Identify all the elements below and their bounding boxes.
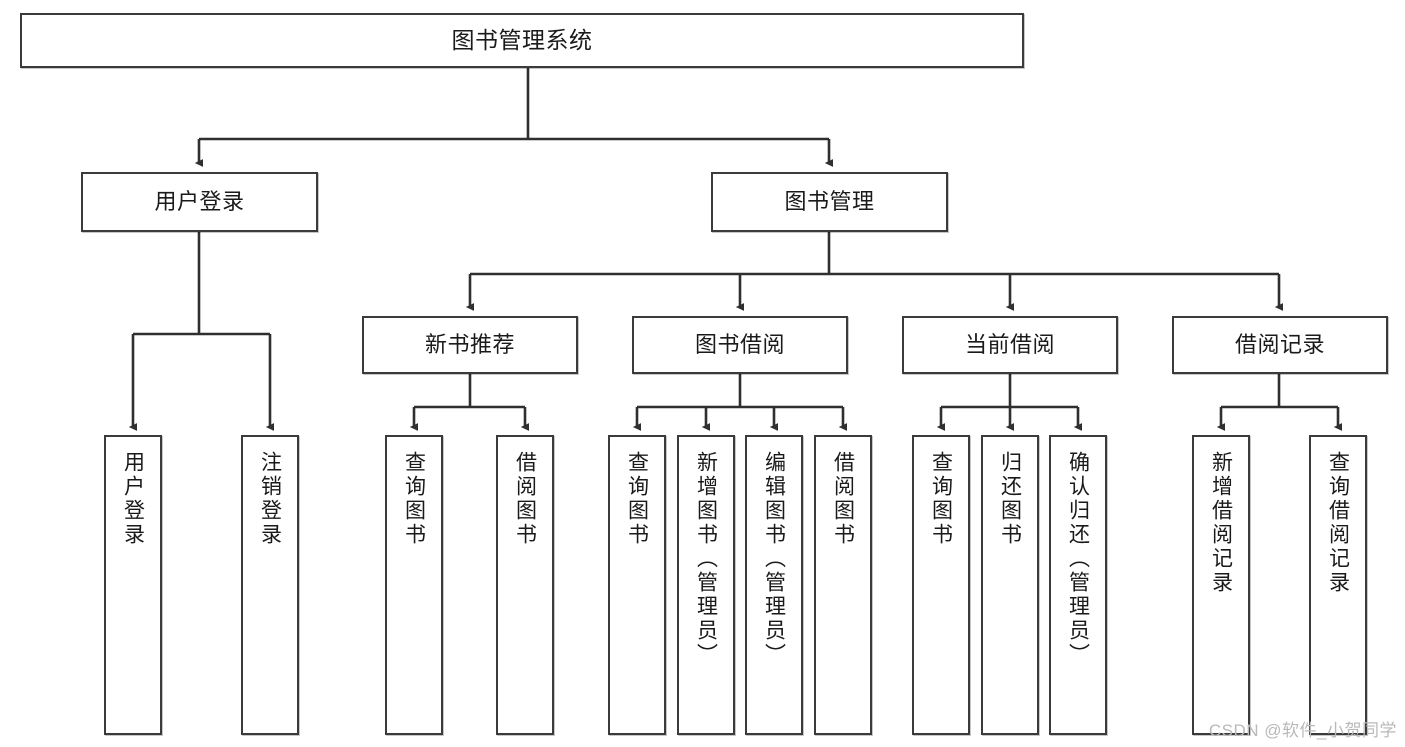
node-book-management-label: 图书管理 [784, 188, 875, 214]
node-book-management[interactable]: 图书管理 [711, 172, 948, 232]
node-new-book-recommend[interactable]: 新书推荐 [362, 316, 578, 374]
node-leaf-confirm-return-label: 确认归还（管理员） [1066, 451, 1090, 667]
node-leaf-user-login-label: 用户登录 [121, 451, 145, 547]
node-leaf-edit-book-label: 编辑图书（管理员） [762, 451, 786, 667]
node-leaf-query-book-3-label: 查询图书 [929, 451, 953, 547]
node-leaf-borrow-book-2[interactable]: 借阅图书 [814, 435, 872, 735]
node-root-book-management-system[interactable]: 图书管理系统 [20, 13, 1024, 68]
node-leaf-query-record-label: 查询借阅记录 [1326, 451, 1350, 595]
node-leaf-add-record[interactable]: 新增借阅记录 [1192, 435, 1250, 735]
node-root-label: 图书管理系统 [451, 26, 593, 53]
node-leaf-borrow-book-1-label: 借阅图书 [513, 451, 537, 547]
node-leaf-borrow-book-2-label: 借阅图书 [831, 451, 855, 547]
node-leaf-query-book-3[interactable]: 查询图书 [912, 435, 970, 735]
node-leaf-edit-book[interactable]: 编辑图书（管理员） [745, 435, 803, 735]
node-user-login[interactable]: 用户登录 [81, 172, 318, 232]
node-leaf-add-book[interactable]: 新增图书（管理员） [677, 435, 735, 735]
node-current-borrow[interactable]: 当前借阅 [902, 316, 1118, 374]
node-new-book-recommend-label: 新书推荐 [424, 331, 515, 357]
node-leaf-confirm-return[interactable]: 确认归还（管理员） [1049, 435, 1107, 735]
node-leaf-add-book-label: 新增图书（管理员） [694, 451, 718, 667]
node-leaf-query-book-1-label: 查询图书 [402, 451, 426, 547]
node-leaf-query-record[interactable]: 查询借阅记录 [1309, 435, 1367, 735]
csdn-watermark: CSDN @软件_小贺同学 [1208, 721, 1397, 740]
node-leaf-borrow-book-1[interactable]: 借阅图书 [496, 435, 554, 735]
node-book-borrow-label: 图书借阅 [694, 331, 785, 357]
node-leaf-query-book-2[interactable]: 查询图书 [608, 435, 666, 735]
node-leaf-return-book[interactable]: 归还图书 [981, 435, 1039, 735]
node-book-borrow[interactable]: 图书借阅 [632, 316, 848, 374]
node-leaf-user-login[interactable]: 用户登录 [104, 435, 162, 735]
node-leaf-return-book-label: 归还图书 [998, 451, 1022, 547]
node-current-borrow-label: 当前借阅 [964, 331, 1055, 357]
node-leaf-logout-login-label: 注销登录 [258, 451, 282, 547]
node-leaf-logout-login[interactable]: 注销登录 [241, 435, 299, 735]
node-leaf-query-book-1[interactable]: 查询图书 [385, 435, 443, 735]
node-leaf-query-book-2-label: 查询图书 [625, 451, 649, 547]
node-borrow-record-label: 借阅记录 [1234, 331, 1325, 357]
node-leaf-add-record-label: 新增借阅记录 [1209, 451, 1233, 595]
node-borrow-record[interactable]: 借阅记录 [1172, 316, 1388, 374]
node-user-login-label: 用户登录 [154, 188, 245, 214]
